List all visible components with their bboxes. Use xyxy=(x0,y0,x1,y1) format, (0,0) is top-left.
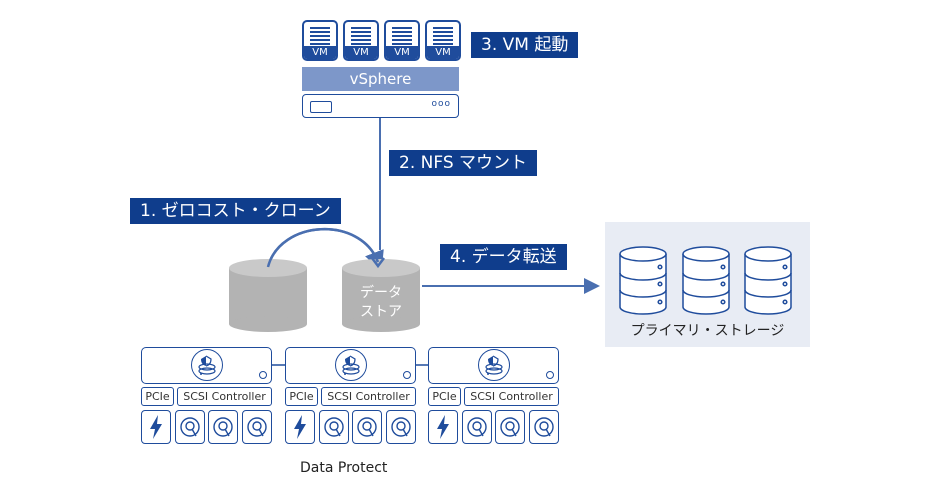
storage-unit-icon xyxy=(619,246,667,315)
datastore-label-line1: データ xyxy=(360,285,402,301)
vm-label: VM xyxy=(386,46,418,59)
scsi-controller: SCSI Controller xyxy=(464,387,559,406)
status-led-icon xyxy=(403,371,411,379)
vsphere-bar: vSphere xyxy=(302,67,459,91)
primary-storage-caption: プライマリ・ストレージ xyxy=(630,323,785,339)
shield-database-icon xyxy=(477,349,510,381)
disk-icon xyxy=(464,412,490,446)
disk-icon xyxy=(531,412,557,446)
disk-icon xyxy=(177,412,203,446)
vm-icon: VM xyxy=(343,20,379,61)
step3-label: 3. VM 起動 xyxy=(471,32,579,58)
disk-icon xyxy=(321,412,347,446)
status-led-icon xyxy=(546,371,554,379)
scsi-controller: SCSI Controller xyxy=(177,387,272,406)
vm-label: VM xyxy=(345,46,377,59)
vm-icon: VM xyxy=(425,20,461,61)
shield-database-icon xyxy=(190,349,223,381)
drive-bay xyxy=(528,410,559,446)
datastore-label-line2: ストア xyxy=(360,304,402,320)
node-chassis xyxy=(428,347,559,384)
server-slot xyxy=(310,101,332,113)
scsi-controller: SCSI Controller xyxy=(321,387,416,406)
datastore-label: データ ストア xyxy=(342,284,420,322)
pcie-slot: PCIe xyxy=(285,387,318,406)
drive-bay xyxy=(318,410,349,446)
flash-icon xyxy=(430,412,456,446)
drive-bay xyxy=(385,410,416,446)
pcie-slot: PCIe xyxy=(428,387,461,406)
step1-label: 1. ゼロコスト・クローン xyxy=(130,198,341,224)
server-icon: ooo xyxy=(302,94,459,118)
data-protect-caption: Data Protect xyxy=(300,460,388,476)
drive-bay xyxy=(461,410,492,446)
storage-unit-icon xyxy=(744,246,792,315)
drive-bay xyxy=(428,410,458,444)
step4-label: 4. データ転送 xyxy=(440,244,567,270)
source-volume-cylinder xyxy=(229,259,307,332)
drive-bay xyxy=(352,410,382,444)
drive-bay xyxy=(495,410,525,444)
vm-icon: VM xyxy=(302,20,338,61)
disk-icon xyxy=(354,412,380,446)
flash-icon xyxy=(287,412,313,446)
shield-database-icon xyxy=(334,349,367,381)
datastore-cylinder xyxy=(342,259,420,332)
drive-bay xyxy=(141,410,171,444)
step2-label: 2. NFS マウント xyxy=(389,150,538,176)
node-chassis xyxy=(141,347,272,384)
node-chassis xyxy=(285,347,416,384)
pcie-slot: PCIe xyxy=(141,387,174,406)
drive-bay xyxy=(285,410,315,444)
drive-bay xyxy=(241,410,272,446)
vm-icon: VM xyxy=(384,20,420,61)
server-indicator: ooo xyxy=(431,99,451,109)
drive-bay xyxy=(208,410,238,444)
vm-label: VM xyxy=(427,46,459,59)
flash-icon xyxy=(143,412,169,446)
vm-label: VM xyxy=(304,46,336,59)
disk-icon xyxy=(244,412,270,446)
status-led-icon xyxy=(259,371,267,379)
storage-cylinders xyxy=(619,246,792,315)
storage-unit-icon xyxy=(682,246,730,315)
disk-icon xyxy=(388,412,414,446)
disk-icon xyxy=(210,412,236,446)
disk-icon xyxy=(497,412,523,446)
primary-storage-panel: プライマリ・ストレージ xyxy=(605,222,810,347)
drive-bay xyxy=(174,410,205,446)
